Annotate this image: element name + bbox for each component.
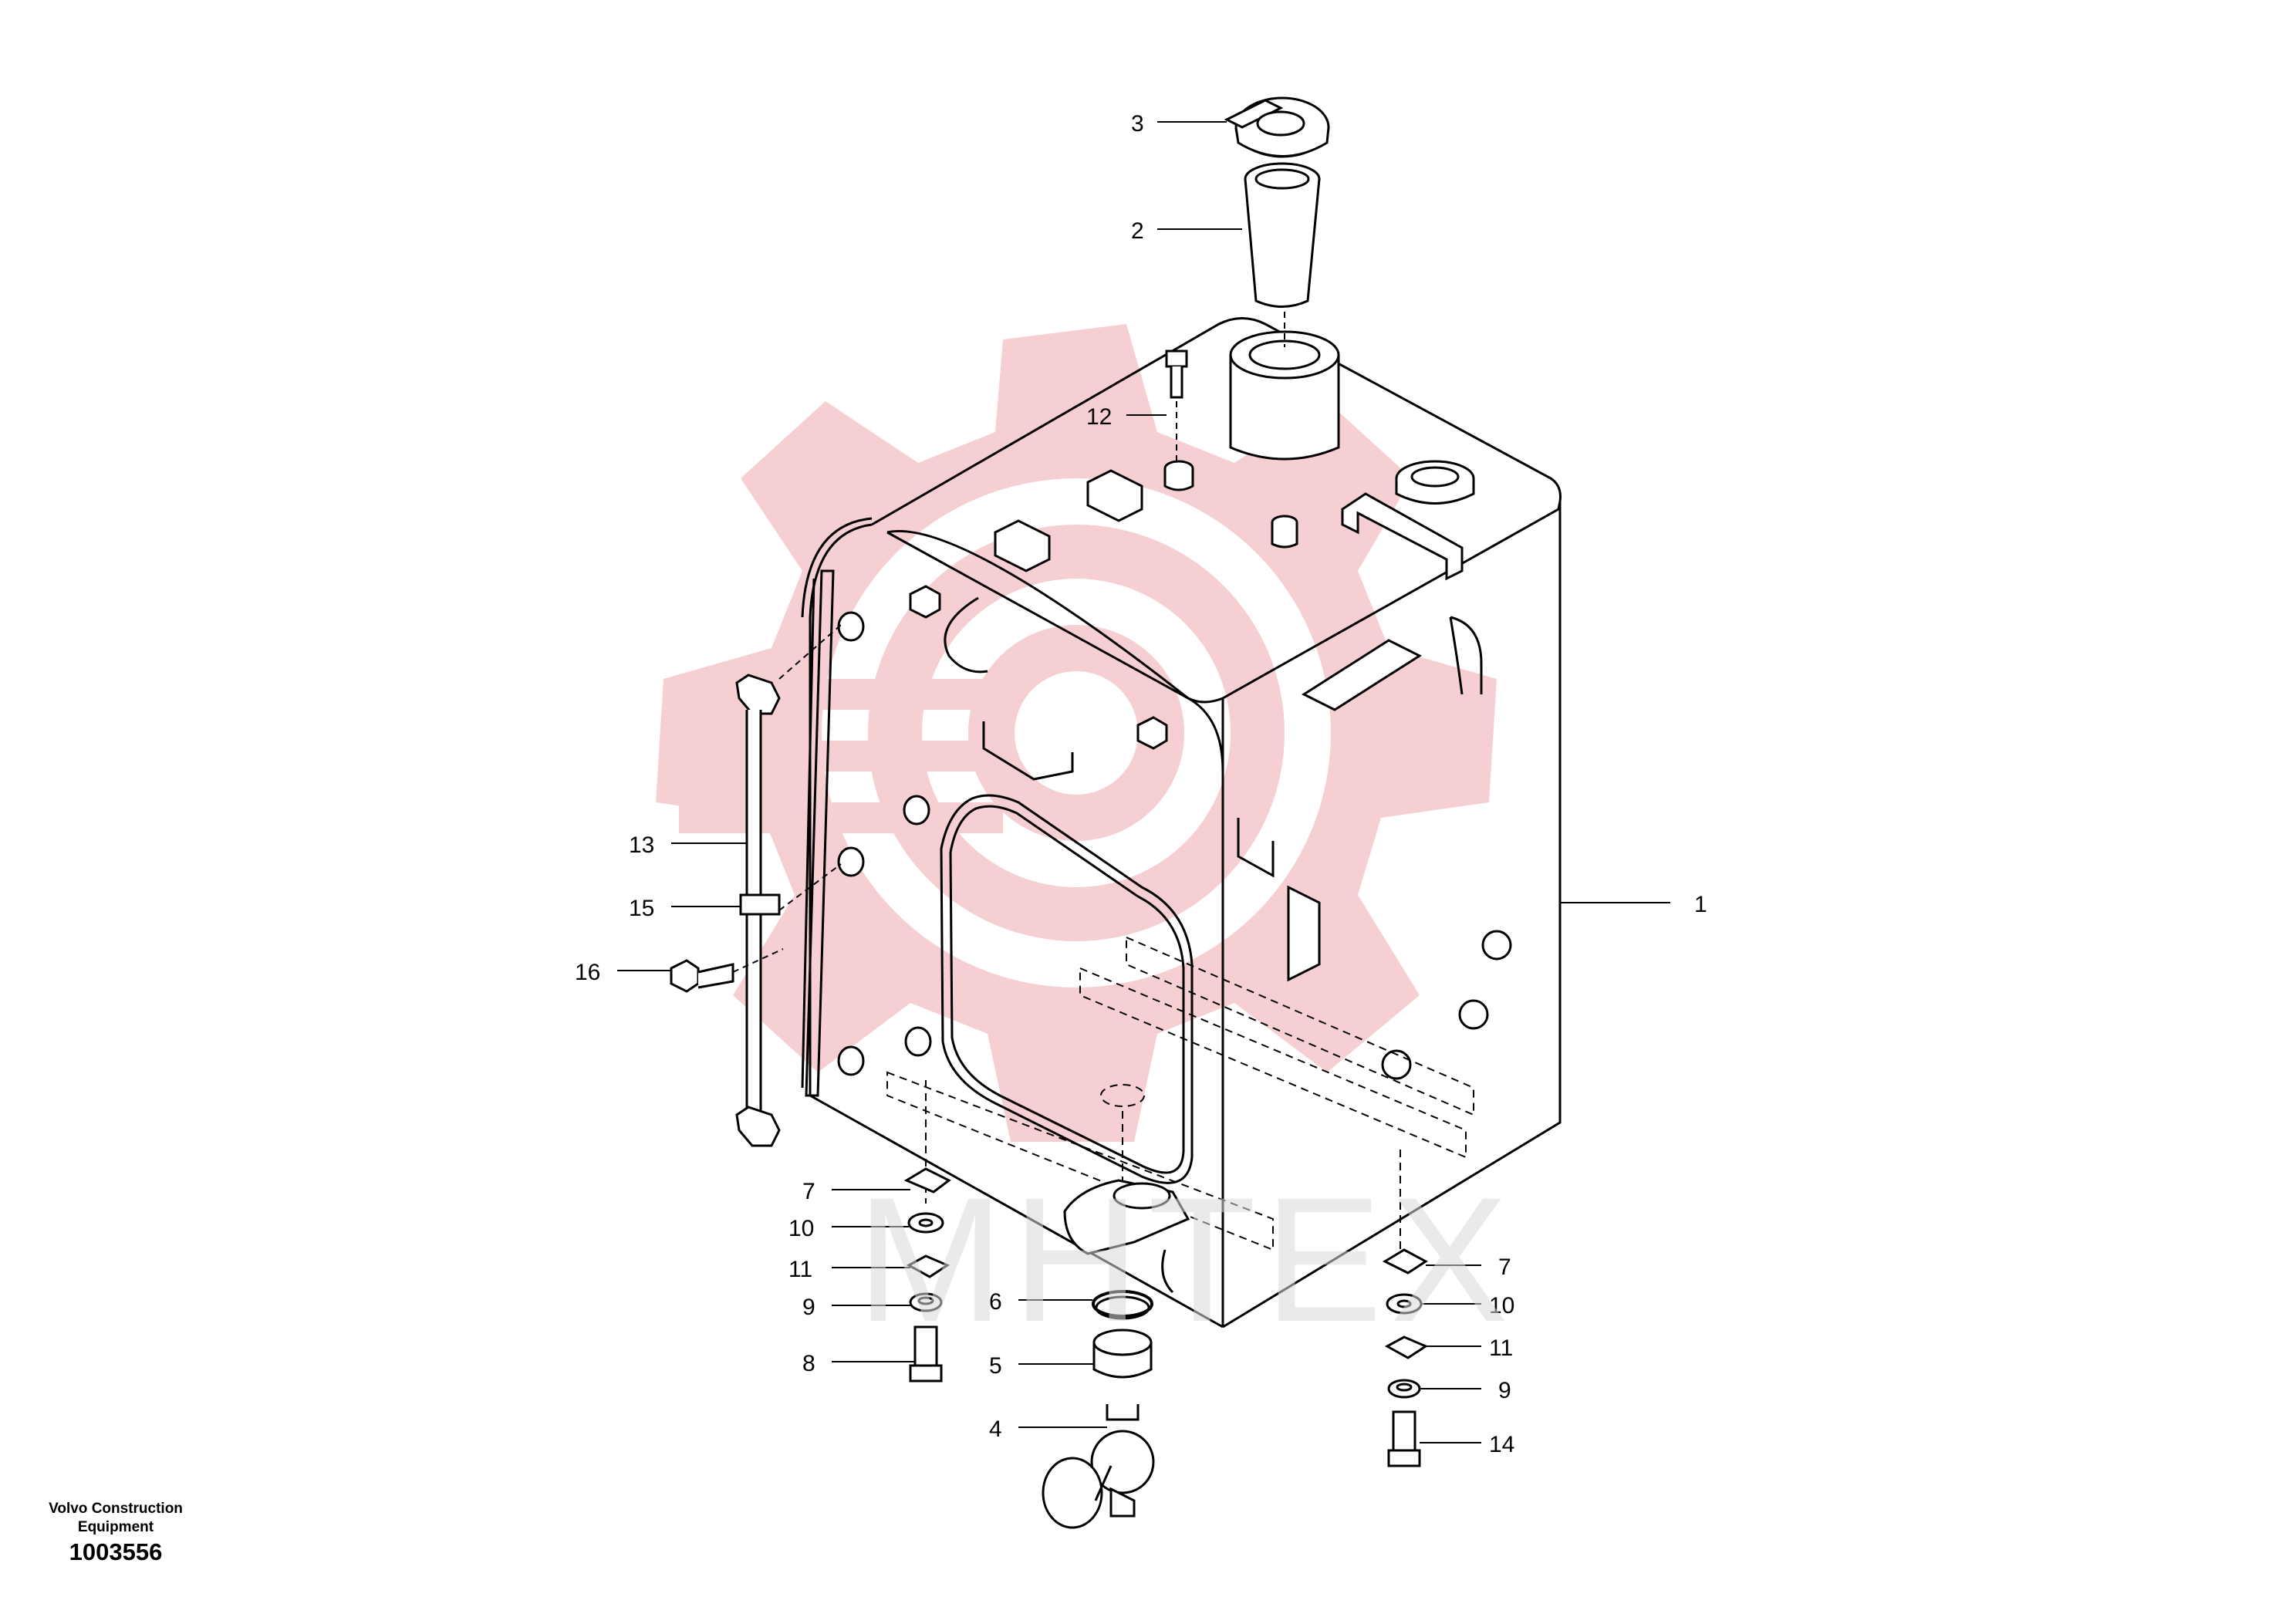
callout-10-right: 10 [1489, 1293, 1514, 1318]
publisher-line-2: Equipment [77, 1519, 154, 1535]
filler-neck [1229, 330, 1340, 461]
top-port-fitting [1395, 460, 1475, 505]
callout-labels: 3 2 12 1 13 15 16 7 10 11 9 8 6 5 4 7 10… [575, 111, 1707, 1457]
callout-6: 6 [989, 1289, 1002, 1315]
drawing-number: 1003556 [69, 1538, 163, 1565]
callout-11-right: 11 [1489, 1335, 1513, 1361]
callout-14: 14 [1489, 1432, 1514, 1457]
hardware-left [903, 1167, 951, 1383]
mounting-rails [886, 936, 1474, 1251]
drain-elbow [1063, 1179, 1190, 1294]
top-mount-block [994, 460, 1298, 572]
watermark-text: MHTEX [856, 1160, 1516, 1359]
top-bracket [1341, 492, 1464, 581]
o-ring [1092, 1290, 1153, 1318]
callout-11-left: 11 [788, 1257, 812, 1282]
callout-13: 13 [629, 832, 654, 858]
callout-4: 4 [989, 1416, 1002, 1442]
filler-cap [1224, 96, 1330, 158]
callout-9-left: 9 [802, 1295, 815, 1320]
callout-5: 5 [989, 1353, 1002, 1379]
callout-leaders [617, 121, 1670, 1443]
callout-8: 8 [802, 1351, 815, 1376]
bolt-12 [1165, 349, 1188, 399]
callout-9-right: 9 [1498, 1378, 1511, 1403]
callout-3: 3 [1131, 111, 1144, 137]
callout-16: 16 [575, 960, 600, 985]
publisher-line-1: Volvo Construction [49, 1501, 183, 1517]
callout-10-left: 10 [788, 1216, 814, 1241]
callout-7-left: 7 [802, 1179, 815, 1204]
drain-valve [1042, 1295, 1155, 1529]
strainer [1244, 162, 1321, 308]
side-bosses [837, 585, 1512, 1080]
side-clips [944, 596, 1483, 982]
hydraulic-tank [801, 317, 1562, 1329]
callout-12: 12 [1086, 404, 1112, 430]
callout-1: 1 [1694, 892, 1707, 917]
callout-7-right: 7 [1498, 1254, 1511, 1280]
publisher-caption: Volvo Construction Equipment [31, 1500, 201, 1537]
level-gauge [670, 674, 781, 1147]
callout-2: 2 [1131, 218, 1144, 244]
callout-15: 15 [629, 896, 654, 921]
